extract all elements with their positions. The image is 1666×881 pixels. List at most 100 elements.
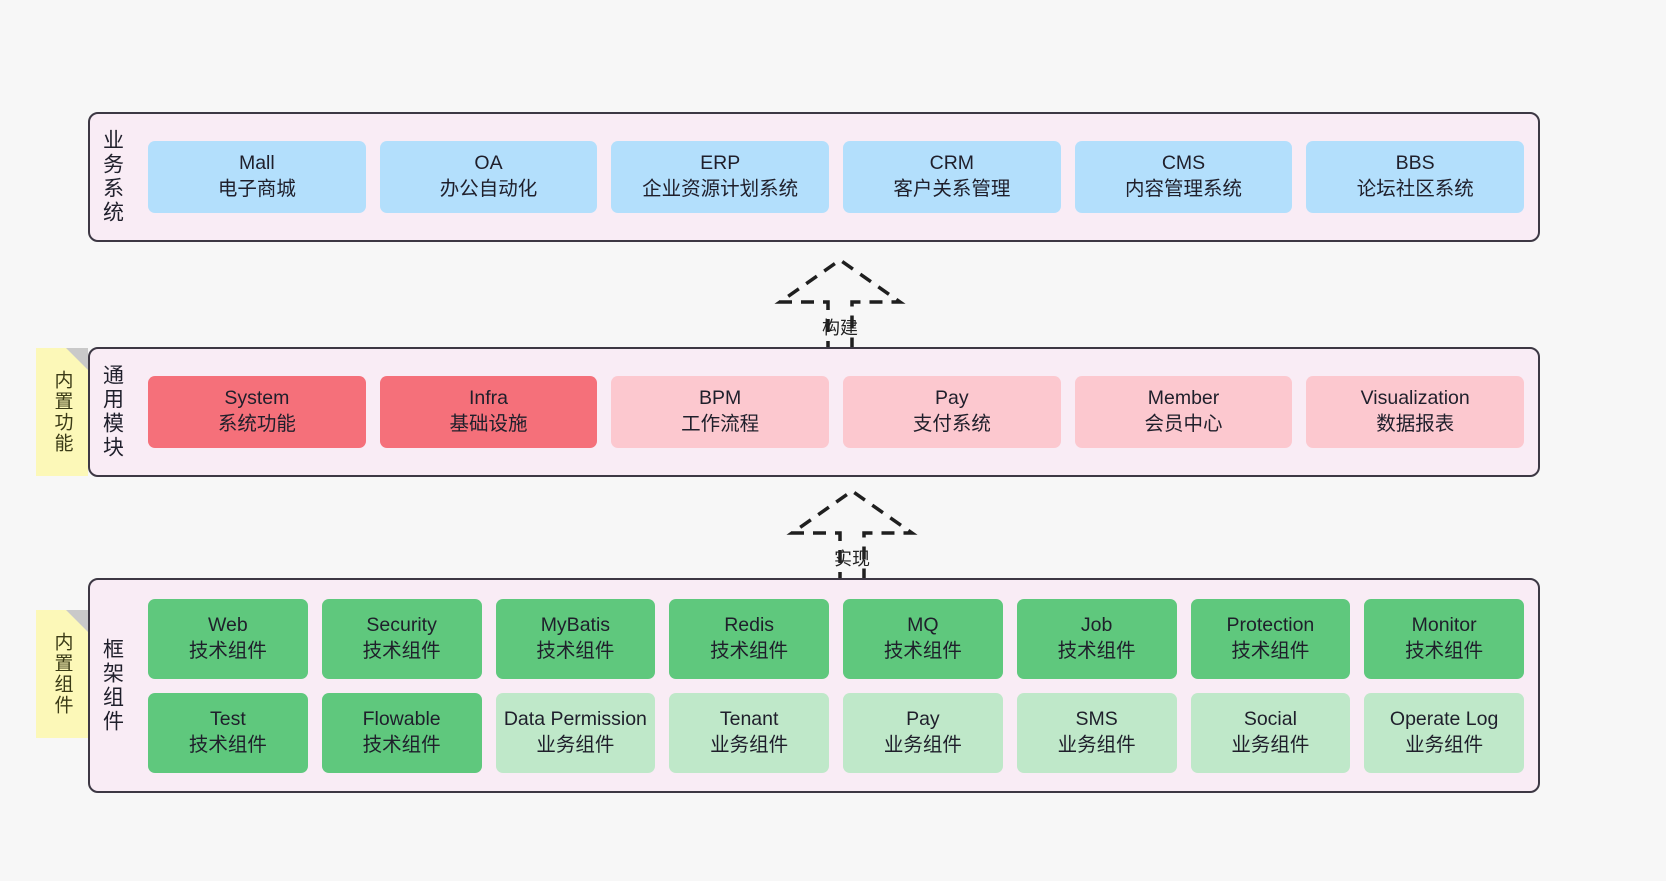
card-subtitle: 业务组件: [1057, 733, 1136, 756]
card-subtitle: 客户关系管理: [893, 178, 1011, 200]
layer-framework-components: 框架组件 Web 技术组件 Security 技术组件 MyBatis 技术组件…: [88, 578, 1540, 793]
card-subtitle: 办公自动化: [439, 178, 538, 200]
card-subtitle: 技术组件: [188, 733, 267, 756]
card-subtitle: 企业资源计划系统: [642, 178, 799, 200]
card-title: Visualization: [1360, 387, 1470, 410]
layer-title-framework-components: 框架组件: [100, 637, 124, 734]
card-subtitle: 内容管理系统: [1125, 178, 1243, 200]
card-subtitle: 系统功能: [217, 413, 296, 435]
card-subtitle: 会员中心: [1144, 413, 1223, 435]
card-title: Job: [1080, 613, 1113, 636]
card-sms[interactable]: SMS 业务组件: [1016, 692, 1177, 773]
card-subtitle: 支付系统: [912, 413, 991, 435]
card-title: Monitor: [1411, 613, 1477, 636]
card-title: Social: [1243, 707, 1297, 730]
card-subtitle: 论坛社区系统: [1356, 178, 1474, 200]
card-title: Flowable: [362, 707, 441, 730]
card-test[interactable]: Test 技术组件: [148, 692, 308, 773]
card-title: ERP: [700, 152, 741, 175]
layer-body-common-modules: System 系统功能 Infra 基础设施 BPM 工作流程 Pay 支付系统…: [134, 349, 1538, 475]
dashed-up-arrow-icon: [786, 488, 918, 587]
connector-label-implement: 实现: [834, 549, 870, 569]
card-title: Tenant: [719, 707, 779, 730]
card-subtitle: 业务组件: [1231, 733, 1310, 756]
card-pay-component[interactable]: Pay 业务组件: [843, 692, 1003, 773]
card-mybatis[interactable]: MyBatis 技术组件: [495, 598, 656, 679]
layer-body-business-system: Mall 电子商城 OA 办公自动化 ERP 企业资源计划系统 CRM 客户关系…: [134, 114, 1538, 240]
card-security[interactable]: Security 技术组件: [321, 598, 482, 679]
card-visualization[interactable]: Visualization 数据报表: [1306, 376, 1525, 448]
connector-label-build: 构建: [822, 318, 858, 338]
card-web[interactable]: Web 技术组件: [148, 598, 308, 679]
card-title: MQ: [907, 613, 939, 636]
card-row: System 系统功能 Infra 基础设施 BPM 工作流程 Pay 支付系统…: [148, 376, 1525, 448]
card-row: Mall 电子商城 OA 办公自动化 ERP 企业资源计划系统 CRM 客户关系…: [148, 141, 1525, 213]
dashed-up-arrow-icon: [774, 257, 906, 356]
card-redis[interactable]: Redis 技术组件: [669, 598, 829, 679]
card-flowable[interactable]: Flowable 技术组件: [321, 692, 482, 773]
card-subtitle: 基础设施: [449, 413, 528, 435]
layer-title-common-modules: 通用模块: [100, 364, 124, 460]
card-title: BBS: [1395, 152, 1435, 175]
card-title: Operate Log: [1389, 707, 1499, 730]
sticky-note-label: 内置功能: [51, 370, 73, 454]
card-title: Security: [366, 613, 437, 636]
card-title: Pay: [906, 707, 940, 730]
card-tenant[interactable]: Tenant 业务组件: [669, 692, 829, 773]
card-mall[interactable]: Mall 电子商城: [148, 141, 366, 213]
card-bbs[interactable]: BBS 论坛社区系统: [1306, 141, 1525, 213]
card-title: Protection: [1226, 613, 1315, 636]
card-subtitle: 技术组件: [362, 639, 441, 662]
card-row: Web 技术组件 Security 技术组件 MyBatis 技术组件 Redi…: [148, 598, 1524, 679]
card-oa[interactable]: OA 办公自动化: [379, 141, 598, 213]
card-subtitle: 业务组件: [883, 733, 962, 756]
card-mq[interactable]: MQ 技术组件: [843, 598, 1003, 679]
layer-title-business-system: 业务系统: [100, 129, 124, 225]
card-system[interactable]: System 系统功能: [148, 376, 366, 448]
card-social[interactable]: Social 业务组件: [1190, 692, 1351, 773]
card-subtitle: 技术组件: [1405, 639, 1484, 662]
card-job[interactable]: Job 技术组件: [1016, 598, 1177, 679]
card-subtitle: 技术组件: [883, 639, 962, 662]
card-title: CMS: [1161, 152, 1206, 175]
card-member[interactable]: Member 会员中心: [1074, 376, 1293, 448]
card-subtitle: 数据报表: [1376, 413, 1455, 435]
card-title: MyBatis: [540, 613, 611, 636]
card-monitor[interactable]: Monitor 技术组件: [1364, 598, 1524, 679]
connector-implement: 实现: [772, 487, 932, 587]
card-subtitle: 业务组件: [536, 733, 615, 756]
card-pay[interactable]: Pay 支付系统: [843, 376, 1061, 448]
sticky-note-label: 内置组件: [51, 632, 73, 716]
card-title: SMS: [1075, 707, 1118, 730]
card-title: Test: [209, 707, 246, 730]
card-title: Pay: [935, 387, 969, 410]
card-subtitle: 技术组件: [710, 639, 789, 662]
card-title: OA: [474, 152, 503, 175]
card-subtitle: 技术组件: [362, 733, 441, 756]
connector-build: 构建: [760, 256, 920, 356]
card-infra[interactable]: Infra 基础设施: [379, 376, 598, 448]
card-subtitle: 业务组件: [710, 733, 789, 756]
card-data-permission[interactable]: Data Permission 业务组件: [495, 692, 656, 773]
card-title: Mall: [238, 152, 275, 175]
card-subtitle: 业务组件: [1405, 733, 1484, 756]
card-crm[interactable]: CRM 客户关系管理: [843, 141, 1061, 213]
sticky-note-builtin-components: 内置组件: [36, 610, 88, 738]
card-title: Member: [1147, 387, 1220, 410]
card-operate-log[interactable]: Operate Log 业务组件: [1364, 692, 1524, 773]
layer-business-system: 业务系统 Mall 电子商城 OA 办公自动化 ERP 企业资源计划系统 CRM…: [88, 112, 1540, 242]
card-bpm[interactable]: BPM 工作流程: [611, 376, 830, 448]
card-title: Redis: [724, 613, 775, 636]
card-title: Web: [208, 613, 248, 636]
card-subtitle: 技术组件: [536, 639, 615, 662]
card-title: System: [224, 387, 290, 410]
card-subtitle: 技术组件: [188, 639, 267, 662]
card-subtitle: 技术组件: [1057, 639, 1136, 662]
card-protection[interactable]: Protection 技术组件: [1190, 598, 1351, 679]
card-row: Test 技术组件 Flowable 技术组件 Data Permission …: [148, 692, 1524, 773]
page-fold-corner-icon: [66, 610, 88, 632]
card-cms[interactable]: CMS 内容管理系统: [1074, 141, 1293, 213]
layer-body-framework-components: Web 技术组件 Security 技术组件 MyBatis 技术组件 Redi…: [134, 580, 1538, 791]
card-subtitle: 工作流程: [681, 413, 760, 435]
card-erp[interactable]: ERP 企业资源计划系统: [611, 141, 830, 213]
